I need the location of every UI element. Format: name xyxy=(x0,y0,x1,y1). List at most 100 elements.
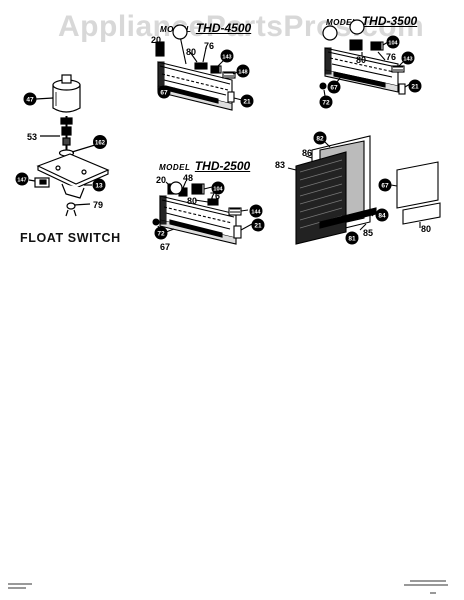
callout-83: 83 xyxy=(275,160,285,170)
callout-80: 80 xyxy=(356,55,366,65)
callout-143: 143 xyxy=(403,57,412,63)
callout-21: 21 xyxy=(411,84,419,91)
switch-76 xyxy=(194,62,208,70)
callout-bubble xyxy=(251,218,265,232)
callout-bubble xyxy=(327,80,341,94)
callout-80: 80 xyxy=(421,224,431,234)
callout-bubble xyxy=(408,79,422,93)
callout-72: 72 xyxy=(157,231,165,238)
callout-bubble xyxy=(319,95,333,109)
callout-bubble xyxy=(386,35,400,49)
end-cap-21 xyxy=(227,91,235,103)
float-collar xyxy=(62,137,71,146)
model-thd-2500-title: MODEL THD-2500 xyxy=(159,157,250,175)
small-panel xyxy=(402,202,441,225)
callout-84: 84 xyxy=(378,213,386,220)
callout-85: 85 xyxy=(363,228,373,238)
callout-bubble xyxy=(93,135,107,149)
callout-72: 72 xyxy=(322,100,330,107)
callout-67: 67 xyxy=(160,90,168,97)
callout-53: 53 xyxy=(27,132,37,142)
model-number: THD-3500 xyxy=(361,14,418,28)
callout-144: 144 xyxy=(251,210,261,216)
callout-143: 143 xyxy=(222,55,231,61)
model-label: MODEL xyxy=(159,163,191,172)
model-thd-4500-assembly xyxy=(155,35,243,111)
callout-76: 76 xyxy=(204,41,214,51)
callout-67: 67 xyxy=(160,242,170,252)
filter-panel-assembly xyxy=(287,135,441,245)
callout-bubble xyxy=(322,25,338,41)
callout-82: 82 xyxy=(316,136,324,143)
callout-bubble xyxy=(23,92,37,106)
callout-79: 79 xyxy=(93,200,103,210)
leader-47 xyxy=(35,97,54,100)
filter-panel-callouts: 86 82 83 67 80 85 84 81 xyxy=(275,131,431,245)
float-switch-assembly xyxy=(28,74,110,217)
callout-20: 20 xyxy=(156,175,166,185)
callout-80: 80 xyxy=(187,196,197,206)
model-thd-3500-title: MODEL THD-3500 xyxy=(326,12,417,30)
callout-bubble xyxy=(15,172,29,186)
side-panel xyxy=(396,161,439,209)
callout-86: 86 xyxy=(302,148,312,158)
callout-bubble xyxy=(240,94,254,108)
callout-81: 81 xyxy=(348,236,356,243)
callout-76: 76 xyxy=(210,191,220,201)
end-cap-21-2500 xyxy=(233,225,242,239)
callout-bubble xyxy=(349,19,365,35)
callout-bubble xyxy=(154,226,168,240)
callout-162: 162 xyxy=(95,141,106,147)
float-ring xyxy=(60,117,73,125)
callout-21: 21 xyxy=(243,99,251,106)
callout-bubble xyxy=(378,178,392,192)
scan-footer-marks xyxy=(8,580,448,594)
model-thd-3500-assembly xyxy=(319,39,411,97)
motor-can xyxy=(52,85,81,113)
callout-bubble xyxy=(172,24,188,40)
terminal-148 xyxy=(222,71,236,79)
callout-104: 104 xyxy=(213,187,223,193)
model-thd-4500-callouts: 20 80 76 143 148 67 21 xyxy=(151,24,254,108)
callout-76: 76 xyxy=(386,52,396,62)
callout-bubble xyxy=(220,49,234,63)
model-thd-3500-callouts: 104 80 76 143 67 72 21 xyxy=(319,19,422,109)
callout-bubble xyxy=(92,178,106,192)
knob-20 xyxy=(155,41,165,57)
terminal-3500 xyxy=(391,65,405,73)
float-body xyxy=(61,126,72,136)
model-number: THD-4500 xyxy=(195,21,252,35)
leader-162 xyxy=(71,144,96,153)
callout-bubble xyxy=(211,181,225,195)
callout-bubble xyxy=(375,208,389,222)
callout-47: 47 xyxy=(26,97,34,104)
switch-arm xyxy=(61,183,85,199)
model-number: THD-2500 xyxy=(194,159,251,173)
control-knob-3500 xyxy=(349,39,363,51)
model-label: MODEL xyxy=(326,18,358,27)
callout-bubble xyxy=(236,64,250,78)
callout-13: 13 xyxy=(95,183,103,190)
model-thd-2500-assembly xyxy=(152,180,253,245)
callout-48: 48 xyxy=(183,173,193,183)
callout-bubble xyxy=(313,131,327,145)
leader-147 xyxy=(28,179,36,182)
float-switch-title: FLOAT SWITCH xyxy=(20,231,121,245)
callout-bubble xyxy=(401,51,415,65)
callout-147: 147 xyxy=(17,178,26,184)
callout-20: 20 xyxy=(151,35,161,45)
end-cap-3500 xyxy=(398,83,406,95)
float-switch-callouts: 47 53 162 147 13 79 xyxy=(15,92,107,210)
callout-67: 67 xyxy=(381,183,389,190)
callout-bubble xyxy=(249,204,263,218)
motor-shaft-cap xyxy=(61,74,72,84)
callout-bubble xyxy=(157,85,171,99)
callout-21: 21 xyxy=(254,223,262,230)
leader-79 xyxy=(73,203,91,206)
model-thd-2500-callouts: 20 48 80 104 76 144 72 67 21 xyxy=(154,173,265,252)
callout-148: 148 xyxy=(238,70,247,76)
callout-80: 80 xyxy=(186,47,196,57)
callout-bubble xyxy=(345,231,359,245)
